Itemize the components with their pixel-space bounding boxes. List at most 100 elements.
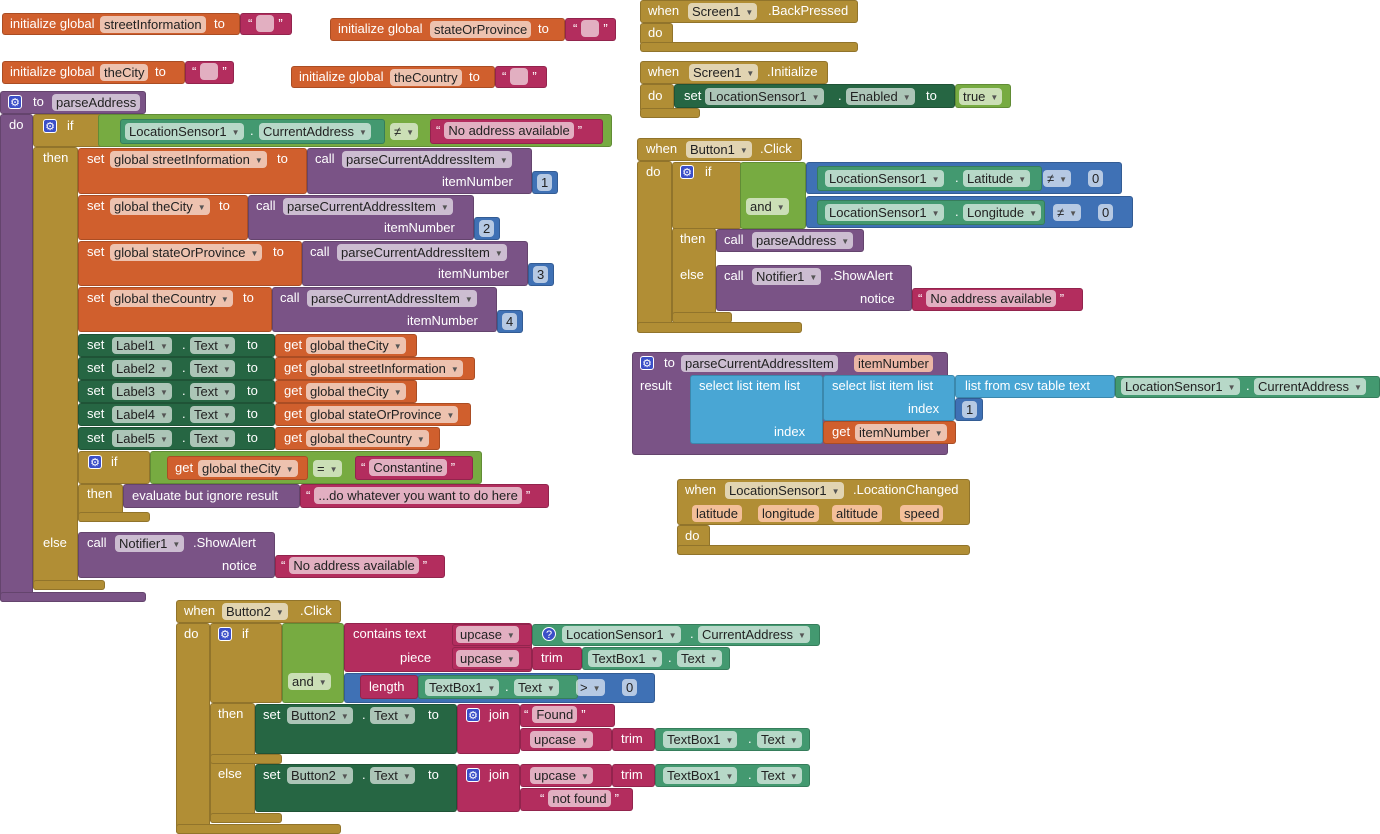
setter-block[interactable] [78, 334, 275, 357]
dropdown-button1-click-cond1-component[interactable]: LocationSensor1▼ [825, 169, 944, 187]
dropdown-button2-click-text[interactable]: Text▼ [514, 678, 559, 696]
field-parse-address-name[interactable]: parseAddress [52, 93, 141, 111]
dropdown-button2-click-textbox[interactable]: TextBox1▼ [663, 766, 738, 784]
field-location-changed-params-2[interactable]: altitude [832, 504, 882, 522]
dropdown-button2-click-button[interactable]: Button2▼ [287, 706, 353, 724]
dropdown-button2-click-sensor[interactable]: LocationSensor1▼ [562, 625, 681, 643]
trim-block[interactable] [612, 764, 655, 787]
event-block[interactable] [640, 84, 674, 112]
trim-block[interactable] [612, 728, 655, 751]
string-value[interactable]: No address available [289, 557, 419, 574]
if-block[interactable] [210, 813, 282, 823]
string-globals-3-value[interactable]: “” [502, 68, 537, 86]
dropdown-button1-click-cond1-property[interactable]: Latitude▼ [963, 169, 1031, 187]
dropdown-parse-address-sets-0-var[interactable]: global streetInformation▼ [110, 150, 267, 168]
dropdown-parse-address-cond-op[interactable]: ≠▼ [390, 122, 419, 140]
dropdown-parse-address-labels-3-property[interactable]: Text▼ [190, 405, 235, 423]
dropdown-parse-address-sets-3-var[interactable]: global theCountry▼ [110, 289, 233, 307]
string-value[interactable]: Found [532, 706, 578, 723]
string-value[interactable]: not found [548, 790, 611, 807]
string-globals-0-value[interactable]: “” [248, 15, 283, 33]
setter-block[interactable] [255, 764, 457, 812]
string-value[interactable] [581, 20, 600, 37]
evaluate-block[interactable] [123, 484, 300, 508]
string-button1-click-call2-value[interactable]: “No address available” [918, 290, 1064, 308]
dropdown-parse-address-sets-2-var[interactable]: global stateOrProvince▼ [110, 243, 263, 261]
number-button2-click-zero[interactable]: 0 [622, 678, 638, 696]
number-button1-click-cond1-value[interactable]: 0 [1088, 169, 1104, 187]
dropdown-button2-click-component[interactable]: Button2▼ [222, 602, 288, 620]
dropdown-parse-item-var[interactable]: itemNumber▼ [855, 423, 947, 441]
dropdown-parse-address-sets-1-var[interactable]: global theCity▼ [110, 197, 210, 215]
dropdown-button2-click-and[interactable]: and▼ [288, 672, 331, 690]
event-block[interactable] [637, 161, 672, 333]
event-block[interactable] [176, 623, 210, 834]
dropdown-button2-click-upcase[interactable]: upcase▼ [456, 649, 519, 667]
dropdown-button2-click-textbox[interactable]: TextBox1▼ [663, 730, 738, 748]
field-parse-item-param[interactable]: itemNumber [854, 354, 933, 372]
gear-icon[interactable]: ⚙ [43, 119, 57, 133]
dropdown-button1-click-cond2-op[interactable]: ≠▼ [1053, 203, 1082, 221]
dropdown-parse-address-labels-3-var[interactable]: global stateOrProvince▼ [306, 405, 459, 423]
dropdown-parse-address-else-call-component[interactable]: Notifier1▼ [115, 534, 185, 552]
string-parse-address-else-call-value[interactable]: “No address available” [281, 557, 427, 575]
if-block[interactable] [33, 147, 78, 590]
dropdown-parse-address-sets-3-procedure[interactable]: parseCurrentAddressItem▼ [307, 289, 477, 307]
dropdown-button2-click-upcase[interactable]: upcase▼ [456, 625, 519, 643]
string-value[interactable]: ...do whatever you want to do here [314, 487, 522, 504]
dropdown-button2-click-address[interactable]: CurrentAddress▼ [698, 625, 810, 643]
dropdown-parse-address-sets-1-procedure[interactable]: parseCurrentAddressItem▼ [283, 197, 453, 215]
string-value[interactable] [256, 15, 275, 32]
dropdown-initialize-component[interactable]: Screen1▼ [689, 63, 759, 81]
field-globals-3-name[interactable]: theCountry [390, 68, 462, 86]
dropdown-parse-address-inner-if-op[interactable]: =▼ [313, 459, 342, 477]
dropdown-parse-address-labels-2-property[interactable]: Text▼ [190, 382, 235, 400]
string-parse-address-inner-if-eval-value[interactable]: “...do whatever you want to do here” [306, 487, 530, 505]
string-value[interactable]: No address available [926, 290, 1056, 307]
dropdown-parse-address-labels-4-property[interactable]: Text▼ [190, 429, 235, 447]
event-block[interactable] [176, 824, 341, 834]
string-parse-address-cond-value[interactable]: “No address available” [436, 122, 582, 140]
number-parse-item-index-value[interactable]: 1 [962, 400, 978, 418]
dropdown-button2-click-text[interactable]: Text▼ [757, 730, 802, 748]
event-block[interactable] [637, 322, 802, 333]
dropdown-button1-click-and[interactable]: and▼ [746, 197, 789, 215]
event-block[interactable] [640, 108, 700, 118]
string-parse-address-inner-if-value[interactable]: “Constantine” [361, 459, 455, 477]
setter-block[interactable] [78, 403, 275, 426]
dropdown-button2-click-text[interactable]: Text▼ [370, 766, 415, 784]
gear-icon[interactable]: ⚙ [8, 95, 22, 109]
number-parse-address-sets-0-value[interactable]: 1 [537, 173, 553, 191]
field-location-changed-params-0[interactable]: latitude [692, 504, 742, 522]
dropdown-parse-address-labels-3-component[interactable]: Label4▼ [112, 405, 172, 423]
dropdown-parse-address-labels-0-property[interactable]: Text▼ [190, 336, 235, 354]
dropdown-button2-click-upcase[interactable]: upcase▼ [530, 730, 593, 748]
string-value[interactable]: No address available [444, 122, 574, 139]
event-block[interactable] [677, 545, 970, 555]
setter-block[interactable] [78, 427, 275, 450]
string-globals-2-value[interactable]: “” [192, 63, 227, 81]
gear-icon[interactable]: ⚙ [466, 708, 480, 722]
and-block[interactable] [740, 162, 806, 229]
gear-icon[interactable]: ⚙ [680, 165, 694, 179]
field-parse-item-name[interactable]: parseCurrentAddressItem [681, 354, 838, 372]
dropdown-initialize-value[interactable]: true▼ [959, 87, 1003, 105]
dropdown-button1-click-cond1-op[interactable]: ≠▼ [1043, 169, 1072, 187]
list-block[interactable] [690, 375, 823, 444]
dropdown-parse-address-sets-0-procedure[interactable]: parseCurrentAddressItem▼ [342, 150, 512, 168]
if-block[interactable] [78, 512, 150, 522]
number-parse-address-sets-1-value[interactable]: 2 [479, 219, 495, 237]
dropdown-location-changed-component[interactable]: LocationSensor1▼ [725, 481, 844, 499]
dropdown-parse-address-cond-component[interactable]: LocationSensor1▼ [125, 122, 244, 140]
string-globals-1-value[interactable]: “” [573, 20, 608, 38]
gear-icon[interactable]: ⚙ [88, 455, 102, 469]
number-parse-address-sets-2-value[interactable]: 3 [533, 265, 549, 283]
dropdown-button1-click-call2-component[interactable]: Notifier1▼ [752, 267, 822, 285]
and-block[interactable] [282, 623, 344, 703]
gear-icon[interactable]: ⚙ [640, 356, 654, 370]
dropdown-parse-address-labels-0-component[interactable]: Label1▼ [112, 336, 172, 354]
dropdown-button1-click-component[interactable]: Button1▼ [686, 140, 752, 158]
dropdown-parse-address-labels-2-component[interactable]: Label3▼ [112, 382, 172, 400]
dropdown-parse-address-labels-0-var[interactable]: global theCity▼ [306, 336, 406, 354]
